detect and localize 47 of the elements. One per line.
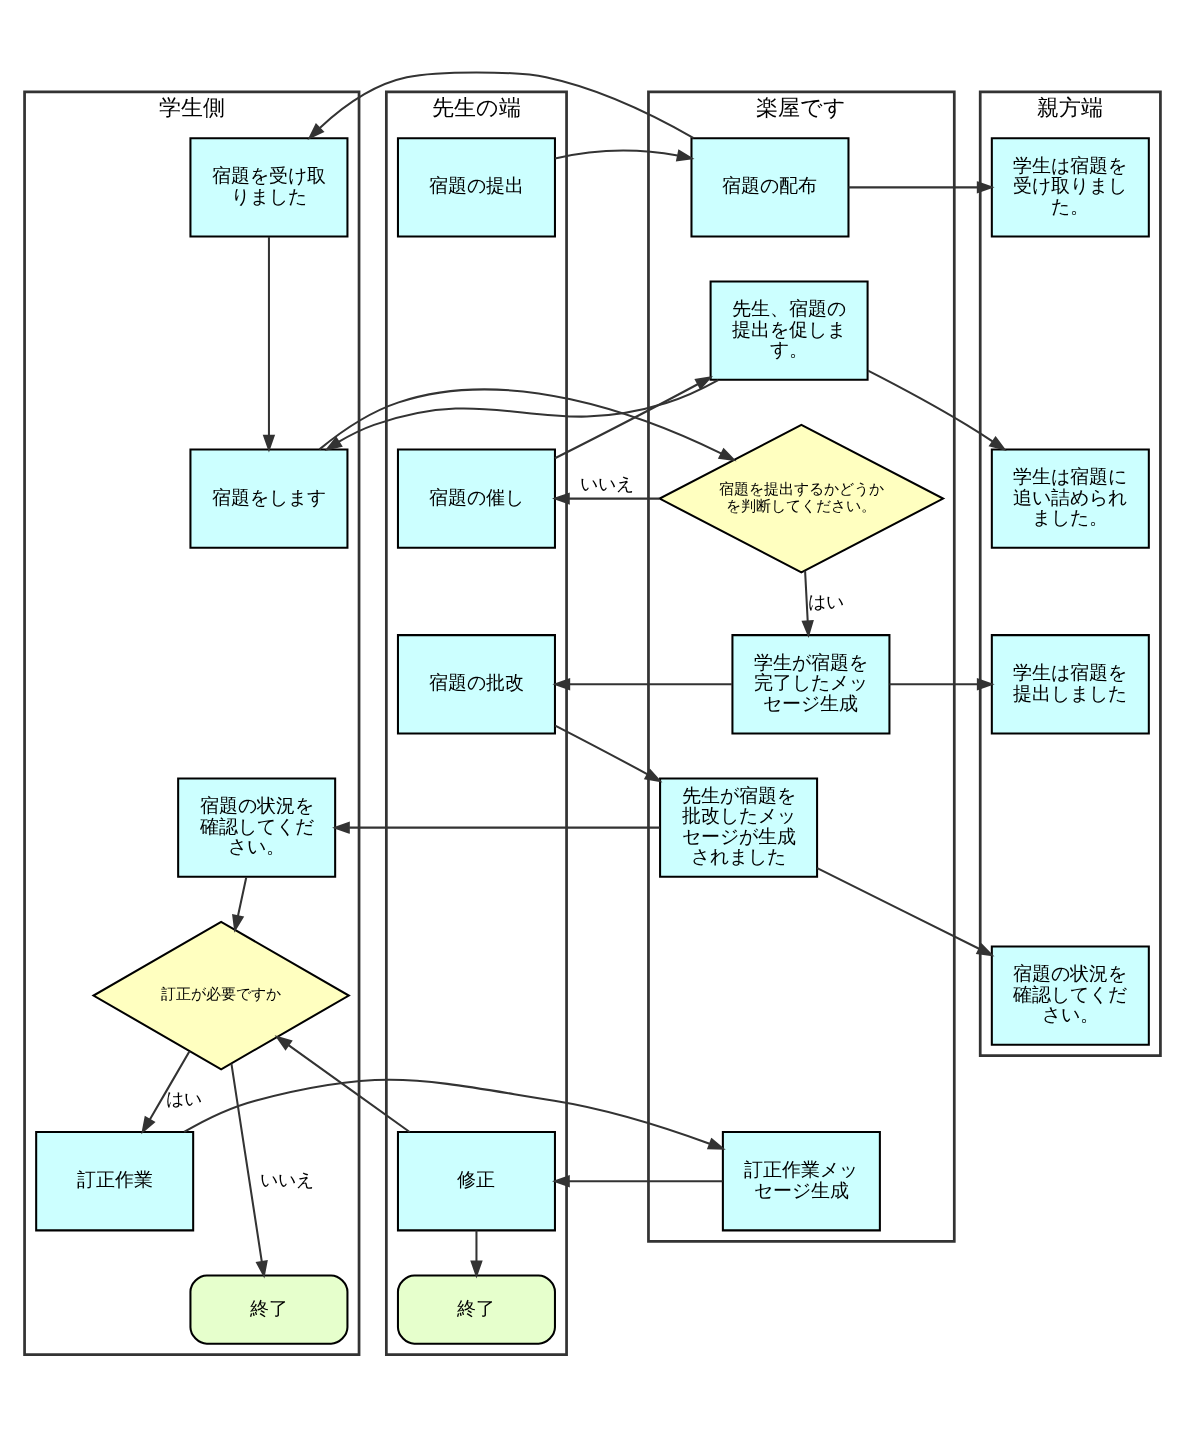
node-box: 宿題の催し — [396, 448, 556, 549]
arrow — [307, 71, 695, 140]
node-diamond: 宿題を提出するかどうかを判断してください。 — [657, 423, 946, 574]
edge-label: はい — [807, 592, 844, 613]
arrow — [318, 388, 737, 462]
node-box: 先生、宿題の提出を促します。 — [709, 280, 869, 381]
node-box: 宿題の提出 — [396, 137, 556, 238]
node-box: 終了 — [396, 1274, 556, 1345]
arrow — [554, 149, 695, 162]
node-box: 宿題を受け取りました — [189, 137, 349, 238]
arrow — [230, 1063, 268, 1279]
node-box: 宿題の批改 — [396, 634, 556, 735]
arrow — [867, 369, 1007, 451]
node-box: 終了 — [189, 1274, 349, 1345]
arrow — [274, 1035, 411, 1133]
arrow — [324, 379, 719, 451]
arrow — [232, 877, 248, 933]
node-box: 先生が宿題を批改したメッセージが生成されました — [659, 777, 819, 878]
edge-label: はい — [166, 1089, 203, 1110]
arrow — [552, 678, 733, 691]
arrow — [183, 1078, 726, 1150]
node-box: 訂正作業 — [35, 1131, 195, 1232]
node-box: 修正 — [396, 1131, 556, 1232]
arrow — [801, 570, 814, 639]
node-box: 学生は宿題に追い詰められました。 — [990, 448, 1150, 549]
node-diamond: 訂正が必要ですか — [91, 920, 351, 1071]
node-box: 学生は宿題を提出しました — [990, 634, 1150, 735]
edge-label: いいえ — [580, 473, 635, 494]
node-box: 宿題の状況を確認してください。 — [990, 945, 1150, 1046]
arrow — [848, 181, 995, 194]
node-box: 学生が宿題を完了したメッセージ生成 — [731, 634, 891, 735]
arrow — [141, 1050, 191, 1135]
edge-label: いいえ — [260, 1169, 315, 1190]
arrow — [889, 678, 995, 691]
arrow — [554, 724, 663, 783]
node-box: 宿題の状況を確認してください。 — [177, 777, 337, 878]
node-box: 学生は宿題を受け取りました。 — [990, 137, 1150, 238]
node-box: 宿題の配布 — [690, 137, 850, 238]
arrow — [552, 492, 660, 505]
arrow — [262, 236, 276, 453]
arrow — [470, 1230, 483, 1279]
node-box: 宿題をします — [189, 448, 349, 549]
arrow — [816, 867, 995, 957]
arrow — [552, 1175, 723, 1188]
arrow — [332, 821, 660, 834]
arrow — [554, 375, 713, 460]
node-box: 訂正作業メッセージ生成 — [721, 1131, 881, 1232]
